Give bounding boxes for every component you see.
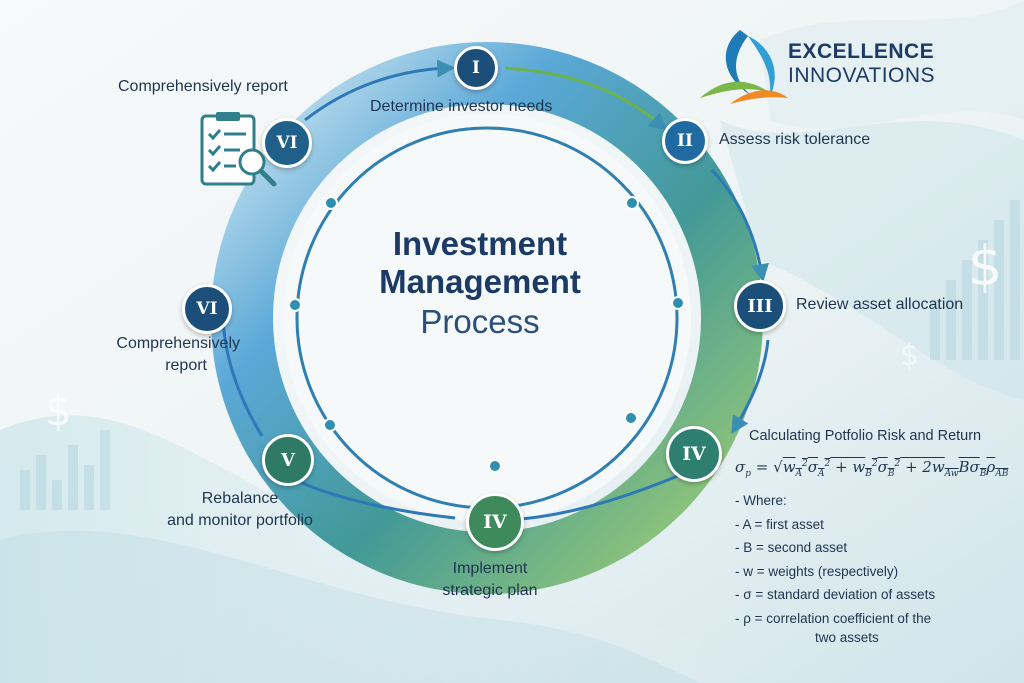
step-label-assess-risk: Assess risk tolerance <box>719 131 871 148</box>
formula-legend: - Where: - A = first asset - B = second … <box>735 489 1008 646</box>
step-node-i: I <box>454 46 498 90</box>
center-title: Investment Management Process <box>330 225 630 343</box>
step-node-vi-left: VI <box>182 284 232 334</box>
svg-text:$: $ <box>900 338 919 373</box>
dollar-sign-icon: $ <box>968 235 1002 298</box>
formula-legend-item: - B = second asset <box>735 540 848 555</box>
step-label-rebalance-line1: Rebalance <box>201 490 279 507</box>
formula-title: Calculating Potfolio Risk and Return <box>749 428 982 444</box>
formula-legend-item: two assets <box>815 630 879 645</box>
step-label-rebalance-line2: and monitor portfolio <box>167 512 313 529</box>
brand-name-line2: INNOVATIONS <box>788 64 936 87</box>
brand: EXCELLENCE INNOVATIONS <box>788 40 935 88</box>
center-title-line3: Process <box>420 303 540 340</box>
step-label-report-left: Comprehensively report <box>90 335 240 375</box>
step-label-implement-line1: Implement <box>452 560 528 577</box>
step-node-iv-right: IV <box>666 426 722 482</box>
step-label-report-left-line1: Comprehensively <box>116 335 240 352</box>
step-node-vi-top: VI <box>262 118 312 168</box>
step-label-implement: Implement strategic plan <box>430 560 550 600</box>
step-label-determine-needs: Determine investor needs <box>370 98 553 115</box>
step-label-review-allocation: Review asset allocation <box>796 296 964 313</box>
formula-legend-item: - w = weights (respectively) <box>735 563 899 579</box>
step-label-implement-line2: strategic plan <box>442 582 538 599</box>
step-label-report-top: Comprehensively report <box>118 78 288 95</box>
step-node-iv-bottom: IV <box>466 493 524 551</box>
formula-block: Calculating Potfolio Risk and Return σp … <box>735 428 1008 646</box>
formula-legend-item: - ρ = correlation coefficient of the <box>735 610 932 626</box>
brand-logo-mark <box>700 30 788 104</box>
formula-legend-where: - Where: <box>735 493 787 508</box>
step-label-report-left-line2: report <box>165 357 207 374</box>
formula-legend-item: - A = first asset <box>735 516 824 532</box>
svg-text:$: $ <box>45 386 72 435</box>
step-node-iii: III <box>734 280 786 332</box>
center-title-line1: Investment <box>392 225 568 262</box>
formula-legend-item: - σ = standard deviation of assets <box>735 587 936 602</box>
step-node-v: V <box>262 434 314 486</box>
center-title-line2: Management <box>379 263 581 300</box>
step-label-rebalance: Rebalance and monitor portfolio <box>140 490 340 530</box>
portfolio-risk-formula: σp = √wA2σA2 + wB2σB2 + 2wAwBσBρAB <box>735 458 1009 479</box>
checklist-report-icon <box>200 112 277 187</box>
step-node-ii: II <box>662 118 708 164</box>
magnifier-icon <box>238 148 277 187</box>
brand-name-line1: EXCELLENCE <box>788 40 935 63</box>
